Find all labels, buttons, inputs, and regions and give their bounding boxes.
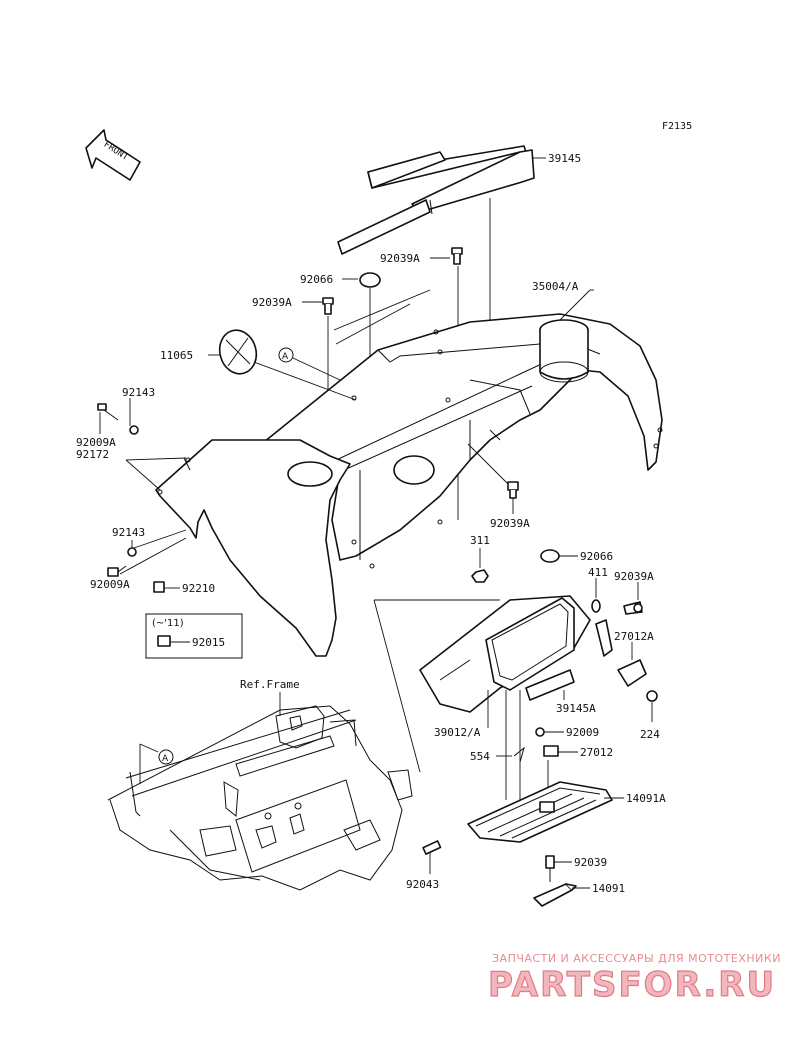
cap-92066-right[interactable]	[540, 549, 560, 563]
cap-11065[interactable]	[215, 326, 261, 378]
part-number-92172: 92172	[76, 448, 109, 461]
figure-code: F2135	[662, 121, 692, 132]
clip-92039a-right[interactable]	[623, 601, 643, 615]
part-number-411: 411	[588, 566, 608, 579]
latch-27012[interactable]	[543, 745, 559, 757]
frame-reference-drawing	[107, 705, 413, 891]
grommet-411[interactable]	[591, 599, 601, 613]
part-number-39145a: 39145A	[556, 702, 596, 715]
part-number-92143-top: 92143	[122, 386, 155, 399]
part-number-92039a-right: 92039A	[614, 570, 654, 583]
bolt-92039[interactable]	[545, 855, 555, 882]
part-number-224: 224	[640, 728, 660, 741]
side-cover-panel[interactable]	[155, 439, 351, 657]
pin-92043[interactable]	[422, 840, 442, 855]
seal-strip-39145[interactable]	[337, 145, 535, 255]
part-number-92015: 92015	[192, 636, 225, 649]
part-number-92043: 92043	[406, 878, 439, 891]
part-number-92009a-top: 92009A	[76, 436, 116, 449]
part-number-14091: 14091	[592, 882, 625, 895]
pin-554[interactable]	[513, 746, 525, 763]
clip-92015[interactable]	[157, 635, 171, 647]
seal-39145a[interactable]	[525, 669, 575, 701]
lid-14091a[interactable]	[467, 781, 613, 843]
part-number-27012: 27012	[580, 746, 613, 759]
part-number-92039a-mid: 92039A	[490, 517, 530, 530]
part-number-92066-right: 92066	[580, 550, 613, 563]
part-number-554: 554	[470, 750, 490, 763]
section-a-label-top: A	[282, 352, 289, 362]
part-number-92009: 92009	[566, 726, 599, 739]
part-number-92210: 92210	[182, 582, 215, 595]
part-number-39145: 39145	[548, 152, 581, 165]
part-number-92143-mid: 92143	[112, 526, 145, 539]
screw-92009[interactable]	[535, 727, 545, 737]
watermark-brand: PARTSFOR.RU	[488, 965, 776, 1005]
handle-14091[interactable]	[533, 883, 577, 907]
part-number-92039a-top: 92039A	[380, 252, 420, 265]
rear-fender-35004a[interactable]	[263, 313, 663, 569]
clip-nut-92210[interactable]	[153, 581, 165, 593]
part-number-27012a: 27012A	[614, 630, 654, 643]
screw-224[interactable]	[646, 690, 658, 702]
section-marker-a-top: A	[278, 347, 341, 381]
front-arrow-icon: FRONT	[85, 129, 141, 181]
part-number-35004a: 35004/A	[532, 280, 579, 293]
glove-box-housing-39012a[interactable]	[419, 595, 591, 713]
part-number-92066-top: 92066	[300, 273, 333, 286]
ref-frame-label: Ref.Frame	[240, 678, 300, 691]
clip-92039a-left[interactable]	[322, 297, 334, 315]
part-number-92039a-left: 92039A	[252, 296, 292, 309]
bolt-92009a-top[interactable]	[97, 403, 119, 421]
washer-92143-top[interactable]	[129, 425, 139, 435]
nut-311[interactable]	[471, 569, 489, 583]
watermark-tagline: ЗАПЧАСТИ И АКСЕССУАРЫ ДЛЯ МОТОТЕХНИКИ	[492, 952, 781, 965]
clip-92039a-top[interactable]	[451, 247, 463, 265]
part-number-11065: 11065	[160, 349, 193, 362]
washer-92143-mid[interactable]	[127, 547, 137, 557]
latch-bracket-27012a[interactable]	[595, 619, 647, 687]
cap-92066-top[interactable]	[359, 272, 381, 288]
part-number-14091a: 14091A	[626, 792, 666, 805]
year-note-label: (~'11)	[152, 618, 184, 629]
part-number-92039: 92039	[574, 856, 607, 869]
part-number-92009a-bottom: 92009A	[90, 578, 130, 591]
part-number-311: 311	[470, 534, 490, 547]
clip-92039a-mid[interactable]	[507, 481, 519, 499]
bolt-92009a-bottom[interactable]	[107, 565, 127, 577]
part-number-39012a: 39012/A	[434, 726, 481, 739]
year-note-box: (~'11) 92015	[145, 613, 243, 659]
section-marker-a-bottom: A	[139, 743, 174, 784]
section-a-label-bottom: A	[162, 754, 169, 764]
